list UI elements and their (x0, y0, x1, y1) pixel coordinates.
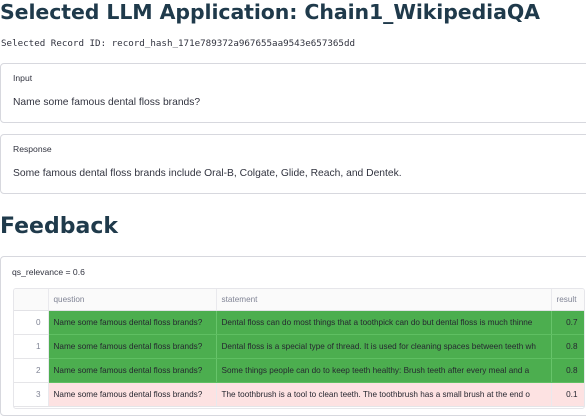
result-cell[interactable]: 0.7 (551, 310, 584, 335)
statement-cell[interactable]: Dental floss is a special type of thread… (216, 334, 552, 359)
page-title: Selected LLM Application: Chain1_Wikiped… (0, 0, 540, 24)
column-header-statement[interactable]: statement (216, 289, 552, 311)
result-cell[interactable]: 0.8 (551, 358, 584, 383)
input-text: Name some famous dental floss brands? (13, 97, 201, 108)
input-label: Input (13, 73, 33, 83)
metric-label: qs_relevance = 0.6 (12, 267, 85, 277)
row-index: 1 (14, 334, 49, 359)
row-index: 3 (14, 382, 49, 407)
table-row: 1 Name some famous dental floss brands? … (14, 334, 584, 359)
table-row: 3 Name some famous dental floss brands? … (14, 382, 584, 407)
result-cell[interactable]: 0.1 (551, 382, 584, 407)
table-header-row: question statement result (14, 289, 584, 311)
question-cell[interactable]: Name some famous dental floss brands? (48, 382, 217, 407)
result-cell[interactable]: 0.8 (551, 334, 584, 359)
response-text: Some famous dental floss brands include … (13, 168, 402, 179)
column-header-result[interactable]: result (551, 289, 584, 311)
feedback-heading: Feedback (0, 214, 118, 239)
column-header-question[interactable]: question (48, 289, 217, 311)
question-cell[interactable]: Name some famous dental floss brands? (48, 334, 217, 359)
input-card: Input Name some famous dental floss bran… (0, 63, 586, 123)
statement-cell[interactable]: The toothbrush is a tool to clean teeth.… (216, 382, 552, 407)
table-row: 2 Name some famous dental floss brands? … (14, 358, 584, 383)
response-card: Response Some famous dental floss brands… (0, 134, 586, 194)
row-index: 2 (14, 358, 49, 383)
question-cell[interactable]: Name some famous dental floss brands? (48, 358, 217, 383)
column-header-index[interactable] (14, 289, 49, 311)
table-row: 0 Name some famous dental floss brands? … (14, 310, 584, 335)
row-index: 0 (14, 310, 49, 335)
question-cell[interactable]: Name some famous dental floss brands? (48, 310, 217, 335)
statement-cell[interactable]: Some things people can do to keep teeth … (216, 358, 552, 383)
feedback-table[interactable]: question statement result 0 Name some fa… (13, 288, 585, 409)
response-label: Response (13, 144, 52, 154)
selected-record-id: Selected Record ID: record_hash_171e7893… (1, 38, 356, 49)
statement-cell[interactable]: Dental floss can do most things that a t… (216, 310, 552, 335)
